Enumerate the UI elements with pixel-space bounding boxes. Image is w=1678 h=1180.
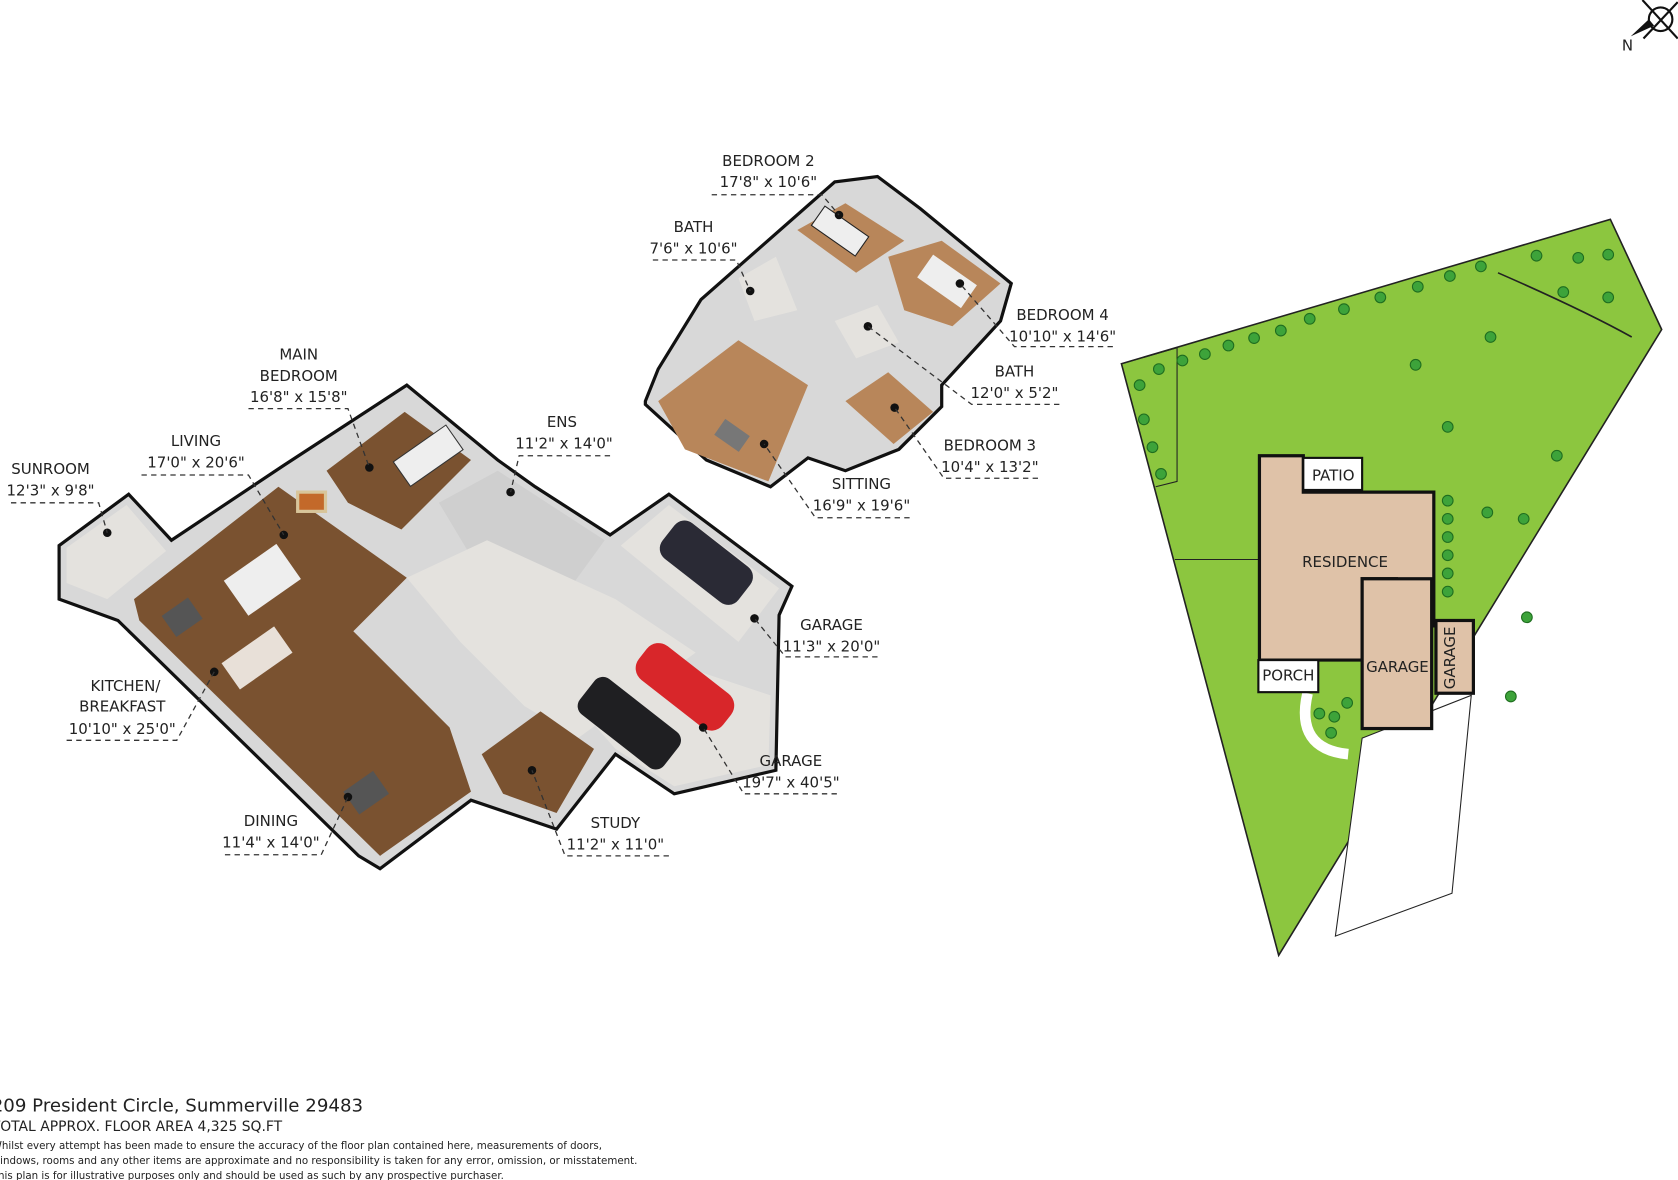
svg-text:11'3" x 20'0": 11'3" x 20'0" [783, 638, 881, 656]
label-garage-small: GARAGE 11'3" x 20'0" [753, 616, 881, 658]
car-icon [577, 676, 681, 770]
label-bedroom4: BEDROOM 4 10'10" x 14'6" [959, 283, 1116, 348]
bed-icon [810, 205, 870, 257]
label-bath-upper: BATH 7'6" x 10'6" [650, 218, 751, 292]
svg-text:GARAGE: GARAGE [760, 752, 823, 770]
sofa-icon [223, 543, 301, 616]
label-dining: DINING 11'4" x 14'0" [222, 796, 349, 856]
breakfast-table-icon [161, 597, 203, 638]
site-plan: PATIO RESIDENCE GARAGE PORCH GARAGE [1120, 218, 1663, 958]
bath-upper-floor [738, 256, 798, 321]
svg-text:11'2" x 11'0": 11'2" x 11'0" [567, 835, 665, 853]
label-bath-hall: BATH 12'0" x 5'2" [867, 325, 1060, 406]
upper-floor-plan [643, 174, 1014, 489]
bath-hall-floor [834, 304, 899, 359]
car-icon [635, 643, 735, 731]
chest-icon [714, 418, 750, 452]
svg-text:BATH: BATH [674, 218, 714, 236]
total-area: TOTAL APPROX. FLOOR AREA 4,325 SQ.FT [0, 1119, 283, 1135]
svg-text:19'7" x 40'5": 19'7" x 40'5" [742, 773, 840, 791]
label-ens: ENS 11'2" x 14'0" [509, 413, 613, 493]
svg-text:KITCHEN/: KITCHEN/ [90, 677, 161, 695]
ground-floor-plan [57, 383, 794, 871]
disclaimer-line-1: Whilst every attempt has been made to en… [0, 1140, 602, 1152]
side-garage-building [1434, 618, 1476, 695]
label-bedroom2: BEDROOM 2 17'8" x 10'6" [711, 152, 840, 216]
svg-text:LIVING: LIVING [171, 432, 221, 450]
svg-text:SITTING: SITTING [832, 475, 891, 493]
svg-text:10'10" x 14'6": 10'10" x 14'6" [1009, 327, 1116, 345]
ensuite-floor [438, 470, 605, 600]
label-study: STUDY 11'2" x 11'0" [531, 770, 669, 857]
residence-label: RESIDENCE [1302, 553, 1388, 571]
svg-text:12'0" x 5'2": 12'0" x 5'2" [970, 384, 1058, 402]
svg-text:11'2" x 14'0": 11'2" x 14'0" [515, 434, 613, 452]
patio-label: PATIO [1312, 466, 1355, 484]
svg-text:10'10" x 25'0": 10'10" x 25'0" [69, 720, 176, 738]
tree-icons [1133, 248, 1615, 739]
svg-text:DINING: DINING [244, 812, 298, 830]
disclaimer-line-2: windows, rooms and any other items are a… [0, 1155, 637, 1167]
bed-icon [917, 254, 977, 309]
svg-text:17'8" x 10'6": 17'8" x 10'6" [720, 173, 818, 191]
label-living: LIVING 17'0" x 20'6" [141, 432, 285, 536]
garage-building [1360, 577, 1434, 731]
svg-text:BEDROOM 3: BEDROOM 3 [944, 436, 1036, 454]
porch-label: PORCH [1262, 666, 1314, 684]
svg-text:BATH: BATH [995, 363, 1035, 381]
bedroom3-floor [845, 372, 934, 444]
sunroom-floor [66, 504, 167, 600]
svg-text:12'3" x 9'8": 12'3" x 9'8" [7, 481, 95, 499]
porch-area [1257, 659, 1320, 694]
car-icon [659, 520, 753, 605]
svg-text:MAIN: MAIN [279, 345, 318, 363]
svg-text:16'9" x 19'6": 16'9" x 19'6" [813, 496, 911, 514]
north-arrow-icon: N [1622, 0, 1678, 54]
svg-text:ENS: ENS [547, 413, 577, 431]
svg-text:GARAGE: GARAGE [800, 616, 863, 634]
garage-label: GARAGE [1366, 658, 1429, 676]
driveway [1334, 694, 1472, 937]
svg-text:17'0" x 20'6": 17'0" x 20'6" [147, 454, 245, 472]
side-garage-label: GARAGE [1441, 627, 1459, 690]
svg-text:16'8" x 15'8": 16'8" x 15'8" [250, 388, 348, 406]
svg-text:BEDROOM 4: BEDROOM 4 [1016, 306, 1108, 324]
label-bedroom3: BEDROOM 3 10'4" x 13'2" [894, 407, 1039, 479]
label-garage-large: GARAGE 19'7" x 40'5" [702, 727, 840, 795]
svg-text:SUNROOM: SUNROOM [11, 460, 90, 478]
svg-text:10'4" x 13'2": 10'4" x 13'2" [941, 458, 1039, 476]
study-floor [481, 711, 595, 814]
kitchen-island-icon [221, 626, 293, 690]
address: 209 President Circle, Summerville 29483 [0, 1096, 363, 1117]
disclaimer-line-3: This plan is for illustrative purposes o… [0, 1170, 504, 1180]
svg-text:7'6" x 10'6": 7'6" x 10'6" [650, 240, 738, 258]
svg-text:BEDROOM 2: BEDROOM 2 [722, 152, 814, 170]
garage-large-floor [577, 652, 771, 787]
label-main-bedroom: MAIN BEDROOM 16'8" x 15'8" [248, 345, 370, 468]
label-sunroom: SUNROOM 12'3" x 9'8" [7, 460, 108, 533]
bed-icon [392, 424, 464, 488]
living-kitchen-floor [133, 486, 471, 856]
footer: 209 President Circle, Summerville 29483 … [0, 1096, 637, 1180]
svg-text:11'4" x 14'0": 11'4" x 14'0" [222, 833, 320, 851]
patio-area [1302, 456, 1364, 492]
dining-table-icon [343, 770, 390, 815]
compass-label: N [1622, 36, 1633, 54]
label-kitchen: KITCHEN/BREAKFAST 10'10" x 25'0" [66, 671, 215, 741]
sitting-floor [658, 340, 808, 482]
svg-text:BREAKFAST: BREAKFAST [79, 697, 166, 715]
label-sitting: SITTING 16'9" x 19'6" [763, 443, 911, 519]
svg-text:BEDROOM: BEDROOM [260, 367, 338, 385]
svg-text:STUDY: STUDY [591, 814, 641, 832]
fireplace-icon [296, 490, 328, 513]
